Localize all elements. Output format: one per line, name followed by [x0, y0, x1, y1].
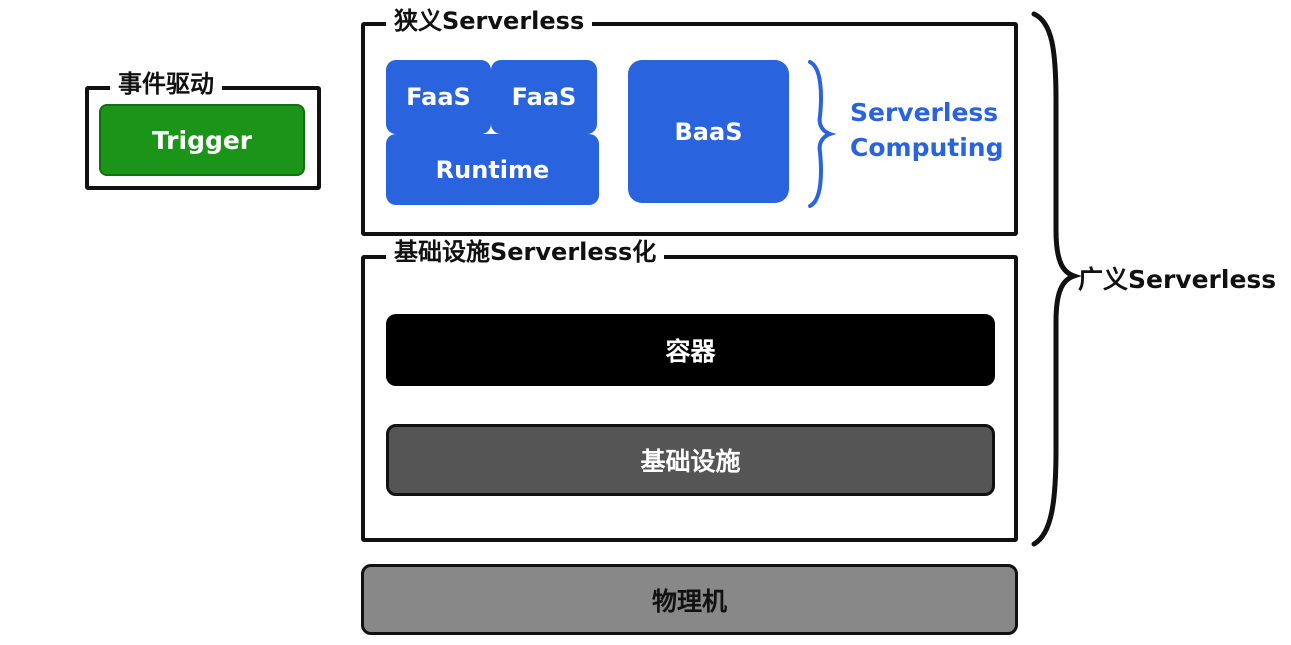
event-driven-label: 事件驱动: [110, 70, 222, 98]
container-block: 容器: [386, 314, 995, 386]
physical-machine-block: 物理机: [361, 564, 1018, 635]
large-curly-brace: [1031, 11, 1082, 547]
infra-serverless-frame: [361, 255, 1018, 542]
broad-serverless-label: 广义Serverless: [1078, 265, 1277, 294]
infrastructure-block: 基础设施: [386, 424, 995, 496]
faas-block-1: FaaS: [386, 60, 491, 134]
narrow-serverless-label: 狭义Serverless: [386, 7, 593, 35]
faas-block-2: FaaS: [491, 60, 597, 134]
serverless-computing-line1: Serverless: [850, 98, 999, 127]
small-curly-brace: [808, 60, 837, 208]
baas-block: BaaS: [628, 60, 789, 203]
serverless-computing-line2: Computing: [850, 133, 1004, 162]
runtime-block: Runtime: [386, 134, 599, 205]
infra-serverless-label: 基础设施Serverless化: [386, 238, 665, 266]
trigger-block: Trigger: [99, 104, 305, 176]
